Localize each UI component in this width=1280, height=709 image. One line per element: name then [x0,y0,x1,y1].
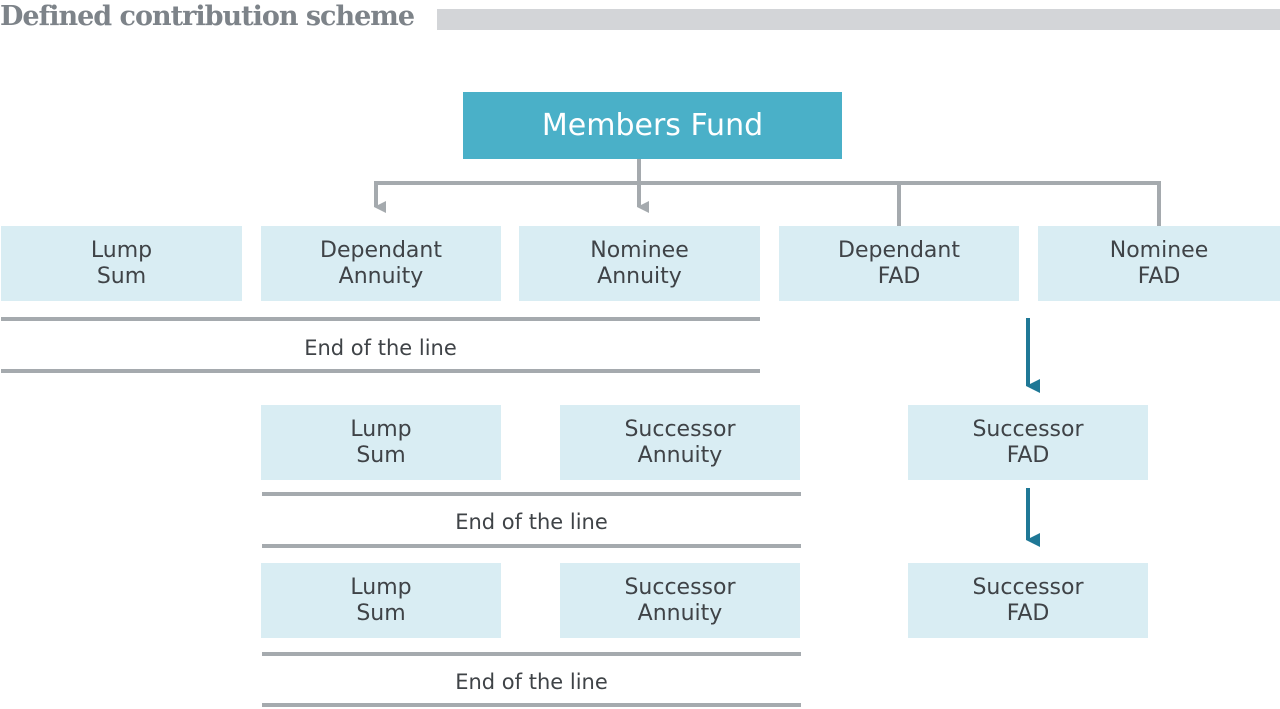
node-label-line1: Nominee [1109,237,1209,263]
title-rule [437,9,1280,30]
level3-successor-annuity-node: Successor Annuity [560,563,800,638]
node-label-line2: Annuity [637,442,723,468]
node-label-line2: Annuity [338,263,424,289]
node-label-line1: Nominee [590,237,689,263]
level1-dependant-fad-node: Dependant FAD [779,226,1019,301]
node-label-line2: FAD [1006,600,1050,626]
end-of-line-rule-top [262,652,801,656]
end-of-line-rule-bottom [262,703,801,707]
node-label-line1: Successor [972,574,1084,600]
node-label-line1: Dependant [838,237,960,263]
node-label-line1: Successor [972,416,1084,442]
node-label-line2: FAD [877,263,921,289]
node-label-line1: Dependant [320,237,442,263]
level3-successor-fad-node: Successor FAD [908,563,1148,638]
node-label-line2: Sum [356,600,406,626]
end-of-line-rule-top [1,317,760,321]
level3-lump-sum-node: Lump Sum [261,563,501,638]
node-label-line1: Lump [350,416,412,442]
node-label-line2: Annuity [637,600,723,626]
end-of-line-label: End of the line [455,670,608,694]
node-label-line1: Lump [90,237,153,263]
level1-nominee-fad-node: Nominee FAD [1038,226,1280,301]
level1-lump-sum-node: Lump Sum [1,226,242,301]
node-label-line2: FAD [1006,442,1050,468]
level2-lump-sum-node: Lump Sum [261,405,501,480]
level1-nominee-annuity-node: Nominee Annuity [519,226,760,301]
level2-successor-annuity-node: Successor Annuity [560,405,800,480]
members-fund-label: Members Fund [541,108,764,143]
members-fund-node: Members Fund [463,92,842,159]
end-of-line-label: End of the line [455,510,608,534]
node-label-line1: Lump [350,574,412,600]
node-label-line2: Sum [356,442,406,468]
level2-successor-fad-node: Successor FAD [908,405,1148,480]
node-label-line2: FAD [1137,263,1181,289]
end-of-line-rule-top [262,492,801,496]
node-label-line1: Successor [624,416,736,442]
end-of-line-label: End of the line [304,336,457,360]
end-of-line-rule-bottom [1,369,760,373]
diagram-title: Defined contribution scheme [0,1,415,32]
node-label-line1: Successor [624,574,736,600]
level1-dependant-annuity-node: Dependant Annuity [261,226,501,301]
node-label-line2: Annuity [597,263,682,289]
end-of-line-rule-bottom [262,544,801,548]
node-label-line2: Sum [96,263,147,289]
